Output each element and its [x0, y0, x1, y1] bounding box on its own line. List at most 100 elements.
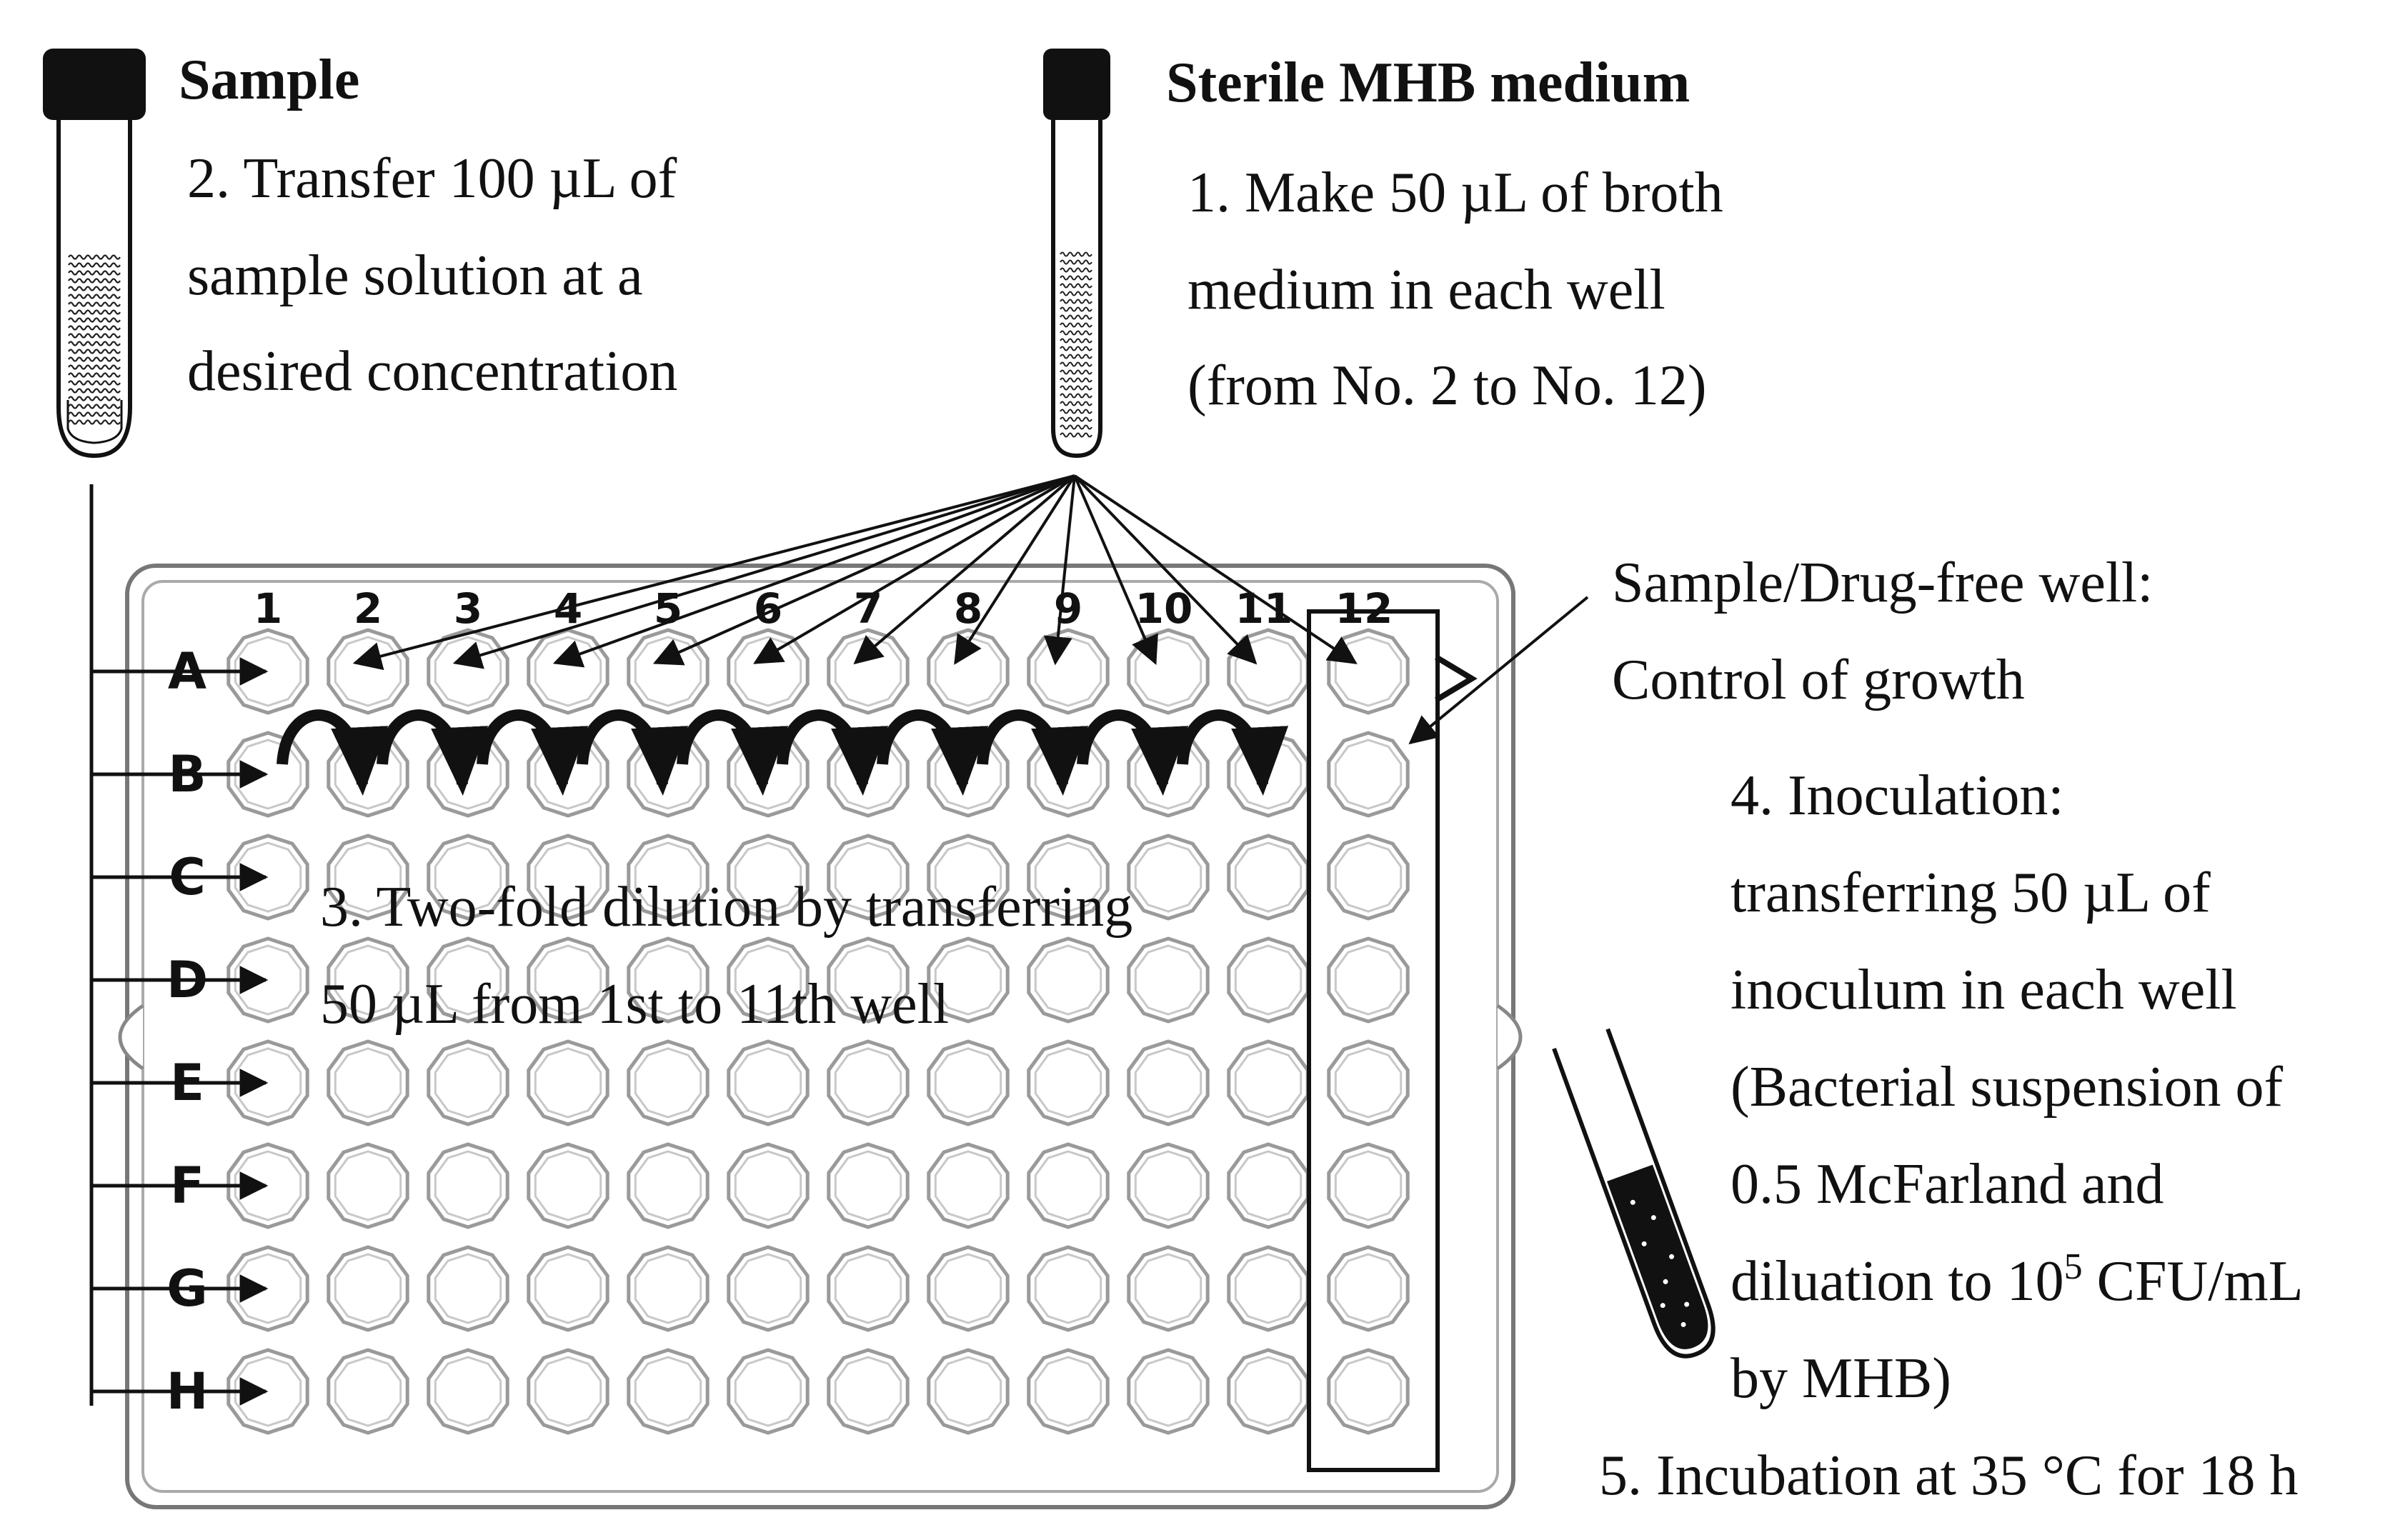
- inoculum-bacteria-dot: [1684, 1301, 1690, 1307]
- well-E11: [1227, 1039, 1310, 1126]
- dilution-arrow-4-to-5: [577, 709, 689, 796]
- sample-liquid-wave: [68, 254, 121, 260]
- well-inner-E8: [934, 1047, 1002, 1119]
- well-inner-G11: [1234, 1253, 1303, 1324]
- well-H4: [527, 1348, 609, 1435]
- well-inner-E12: [1334, 1047, 1403, 1119]
- well-D4: [527, 936, 609, 1024]
- well-C6: [727, 834, 810, 921]
- well-B3: [427, 731, 509, 818]
- well-D5: [627, 936, 709, 1024]
- well-inner-D10: [1134, 944, 1203, 1016]
- well-inner-C5: [634, 841, 702, 913]
- well-inner-C12: [1334, 841, 1403, 913]
- sample-liquid-wave: [68, 356, 121, 362]
- well-G11: [1227, 1245, 1310, 1332]
- well-D11: [1227, 936, 1310, 1024]
- medium-arrow-col-4: [552, 474, 1075, 668]
- well-H12: [1327, 1348, 1410, 1435]
- inoculation-line-6-superscript: 5: [2064, 1246, 2083, 1287]
- well-inner-D4: [534, 944, 602, 1016]
- inoculation-line-6: diluation to 105 CFU/mL: [1731, 1246, 2304, 1313]
- well-E8: [927, 1039, 1010, 1126]
- well-inner-D8: [934, 944, 1002, 1016]
- well-E7: [827, 1039, 910, 1126]
- sample-liquid-wave: [68, 333, 121, 339]
- medium-liquid-wave: [1060, 314, 1092, 320]
- medium-liquid-wave: [1060, 369, 1092, 375]
- dilution-arrow-7-to-8: [877, 709, 989, 796]
- medium-liquid-wave: [1060, 259, 1092, 265]
- dilution-arrow-8-to-9: [977, 709, 1089, 796]
- well-B5: [627, 731, 709, 818]
- column-label-11: 11: [1235, 584, 1293, 633]
- sample-step-line-1: 2. Transfer 100 µL of: [187, 147, 677, 210]
- well-B2: [327, 731, 409, 818]
- sample-liquid-wave: [68, 388, 121, 394]
- well-inner-G8: [934, 1253, 1002, 1324]
- mhb-medium-tube-icon: [1043, 49, 1110, 459]
- well-inner-A1: [234, 636, 302, 707]
- well-inner-D9: [1034, 944, 1102, 1016]
- well-inner-G5: [634, 1253, 702, 1324]
- well-G12: [1327, 1245, 1410, 1332]
- well-B8: [927, 731, 1010, 818]
- well-B10: [1127, 731, 1210, 818]
- incubation-step: 5. Incubation at 35 °C for 18 h: [1599, 1444, 2298, 1507]
- well-D10: [1127, 936, 1210, 1024]
- well-A3: [427, 628, 509, 715]
- well-F4: [527, 1142, 609, 1229]
- well-inner-E4: [534, 1047, 602, 1119]
- dilution-arrow-6-to-7: [777, 709, 889, 796]
- column-labels: 123456789101112: [254, 584, 1393, 633]
- sample-liquid-wave: [68, 301, 121, 307]
- well-C5: [627, 834, 709, 921]
- well-inner-F9: [1034, 1150, 1102, 1221]
- well-A9: [1027, 628, 1110, 715]
- well-F7: [827, 1142, 910, 1229]
- well-C8: [927, 834, 1010, 921]
- well-F10: [1127, 1142, 1210, 1229]
- well-G7: [827, 1245, 910, 1332]
- well-inner-E6: [734, 1047, 802, 1119]
- well-inner-A7: [834, 636, 902, 707]
- well-inner-D7: [834, 944, 902, 1016]
- well-inner-C7: [834, 841, 902, 913]
- inoculation-line-6-suffix: CFU/mL: [2083, 1250, 2304, 1313]
- well-inner-F7: [834, 1150, 902, 1221]
- well-inner-D2: [334, 944, 402, 1016]
- well-F9: [1027, 1142, 1110, 1229]
- well-inner-A8: [934, 636, 1002, 707]
- medium-title: Sterile MHB medium: [1166, 51, 1690, 114]
- well-inner-F11: [1234, 1150, 1303, 1221]
- control-label-line-2: Control of growth: [1612, 649, 2025, 711]
- dilution-arrow-2-to-3: [377, 709, 489, 796]
- dilution-arrow-1-to-2: [277, 709, 389, 796]
- medium-liquid-wave: [1060, 354, 1092, 359]
- sample-liquid-wave: [68, 262, 121, 268]
- sample-liquid-wave: [68, 325, 121, 331]
- well-inner-E1: [234, 1047, 302, 1119]
- well-inner-B12: [1334, 739, 1403, 810]
- medium-liquid-wave: [1060, 432, 1092, 438]
- well-inner-A5: [634, 636, 702, 707]
- medium-arrow-col-7: [853, 474, 1076, 665]
- sample-liquid-wave: [68, 270, 121, 276]
- medium-arrow-col-5: [652, 474, 1075, 666]
- well-inner-C8: [934, 841, 1002, 913]
- well-inner-G2: [334, 1253, 402, 1324]
- well-inner-E9: [1034, 1047, 1102, 1119]
- sample-liquid-wave: [68, 372, 121, 378]
- medium-liquid-wave: [1060, 267, 1092, 273]
- well-H2: [327, 1348, 409, 1435]
- well-inner-C3: [434, 841, 502, 913]
- well-inner-E11: [1234, 1047, 1303, 1119]
- well-A11: [1227, 628, 1310, 715]
- medium-arrow-col-12: [1073, 474, 1358, 664]
- inoculum-bacteria-dot: [1630, 1199, 1635, 1205]
- well-E4: [527, 1039, 609, 1126]
- well-H7: [827, 1348, 910, 1435]
- well-inner-E7: [834, 1047, 902, 1119]
- well-inner-F3: [434, 1150, 502, 1221]
- medium-arrow-col-6: [753, 474, 1076, 664]
